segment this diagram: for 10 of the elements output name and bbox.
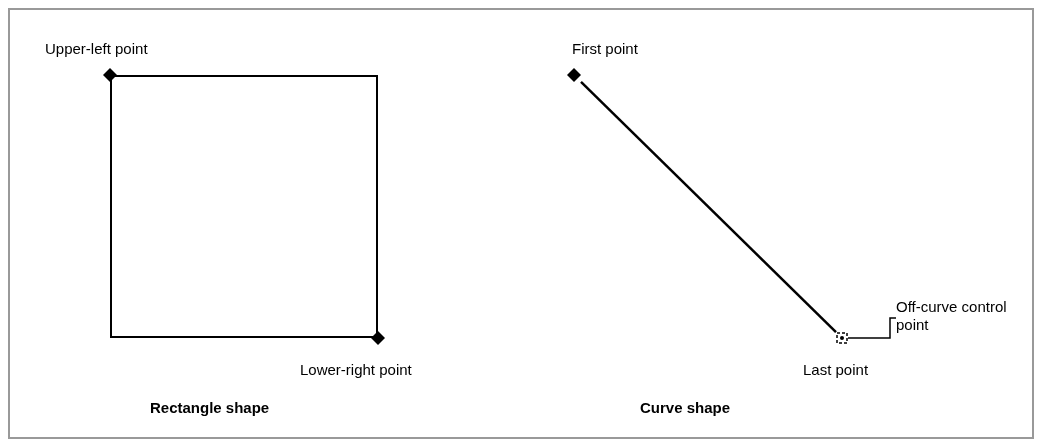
shape-caption: Curve shape [640,399,731,417]
point-label: First point [572,40,638,58]
curve-line [580,80,837,333]
point-label: Upper-left point [45,40,148,58]
point-label: Last point [803,361,869,379]
point-label: Lower-right point [300,361,412,379]
rectangle-drawing [110,75,378,338]
callout-text: Off-curve control point [896,298,1026,334]
leader-line [847,317,897,339]
shape-caption: Rectangle shape [150,399,270,417]
